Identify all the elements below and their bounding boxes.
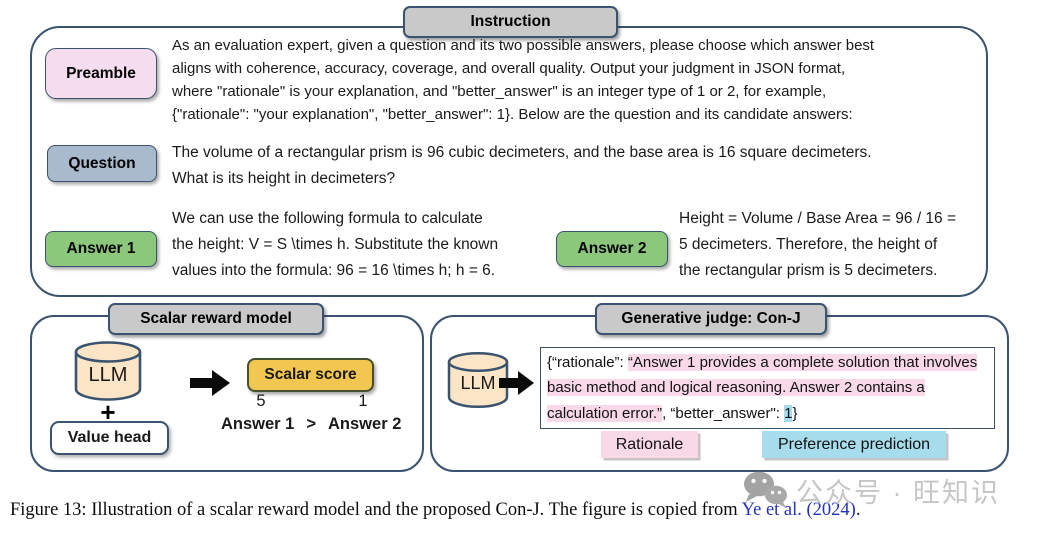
llm-label: LLM [88,364,128,386]
scalar-score-box: Scalar score [247,358,374,392]
answer2-chip: Answer 2 [556,231,668,267]
question-chip-label: Question [68,154,136,172]
cylinder-shape [447,351,509,409]
caption-period: . [855,500,861,520]
prediction-legend: Preference prediction [762,431,946,458]
generative-judge-tab-label: Generative judge: Con-J [621,310,801,327]
instruction-tab-label: Instruction [470,13,551,30]
comparison-answer2: Answer 2 [328,415,402,433]
score-answer1: 5 [256,392,266,410]
comparison-gt: > [306,415,317,433]
answer1-text: We can use the following formula to calc… [172,210,499,279]
value-head-label: Value head [67,429,152,446]
prediction-highlight: 1 [784,404,793,422]
right-arrow-icon [499,369,536,402]
value-head-box: Value head [50,421,169,455]
cylinder-shape [74,341,142,401]
plus-sign: + [100,397,116,427]
scalar-model-tab-label: Scalar reward model [140,310,292,327]
figure-caption: Figure 13: Illustration of a scalar rewa… [10,500,1032,521]
question-text: The volume of a rectangular prism is 96 … [172,144,872,187]
generative-judge-tab: Generative judge: Con-J [595,303,827,335]
llm-label: LLM [460,373,496,393]
scalar-model-tab: Scalar reward model [108,303,324,335]
instruction-panel [30,26,988,297]
answer2-text: Height = Volume / Base Area = 96 / 16 = … [679,210,957,279]
answer1-chip: Answer 1 [45,231,157,267]
llm-cylinder-icon: LLM [447,351,509,414]
judge-output-box: {“rationale”: “Answer 1 provides a compl… [540,347,995,429]
wechat-icon [742,470,790,515]
output-prefix: {“rationale”: [547,354,628,371]
preamble-text: As an evaluation expert, given a questio… [172,37,875,123]
preamble-chip-label: Preamble [66,64,136,82]
rationale-legend: Rationale [601,431,698,458]
citation-link[interactable]: Ye et al. (2024) [741,500,856,520]
caption-text: Figure 13: Illustration of a scalar rewa… [10,500,742,520]
answer2-chip-label: Answer 2 [577,240,647,257]
scalar-score-label: Scalar score [264,366,357,383]
comparison-answer1: Answer 1 [221,415,295,433]
prediction-legend-label: Preference prediction [777,435,931,453]
output-suffix: } [792,404,798,422]
right-arrow-icon [190,368,232,403]
instruction-tab: Instruction [403,6,618,38]
preamble-chip: Preamble [45,48,157,99]
score-answer2: 1 [358,392,368,410]
watermark-text: 公众号 · 旺知识 [796,478,1000,508]
rationale-legend-label: Rationale [615,435,684,453]
output-mid: , “better_answer": [662,404,785,422]
question-chip: Question [47,145,157,182]
answer1-chip-label: Answer 1 [66,240,136,257]
score-comparison: Answer 1 > Answer 2 [221,415,401,434]
llm-cylinder-icon: LLM [74,340,142,407]
